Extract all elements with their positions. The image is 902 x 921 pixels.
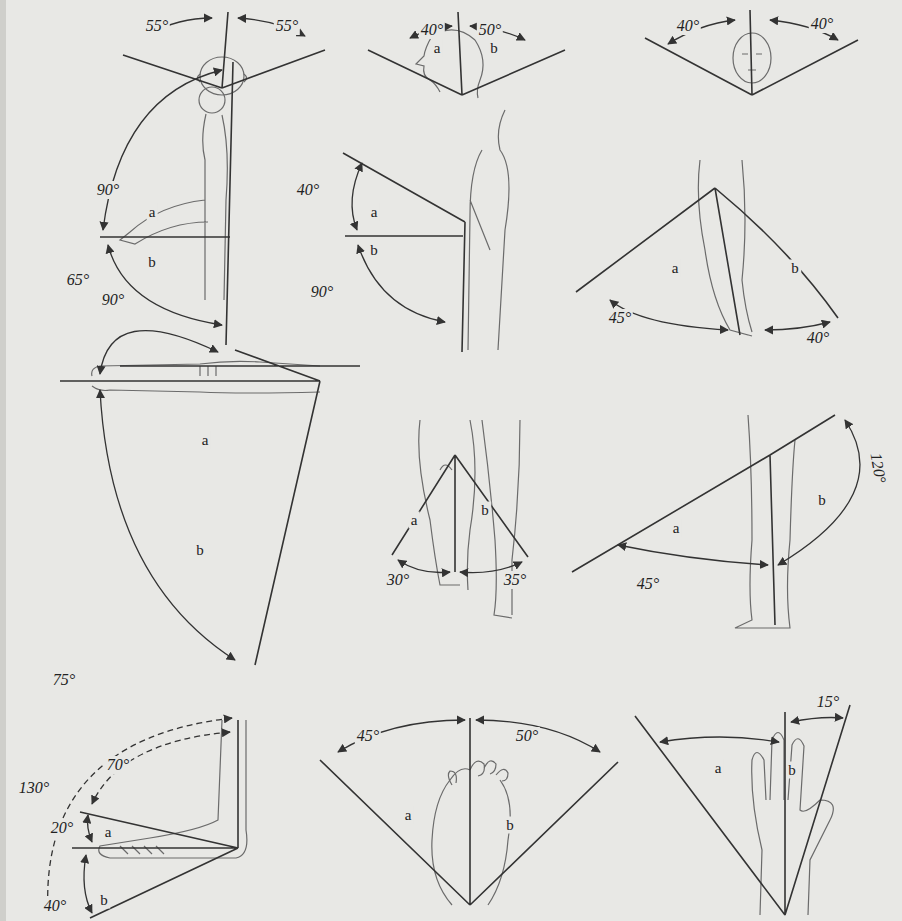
angle-arc xyxy=(84,855,92,913)
angle-value: 130° xyxy=(17,779,51,797)
angle-arc xyxy=(476,720,600,752)
angle-value: 90° xyxy=(95,181,121,199)
angle-value: 90° xyxy=(309,283,335,301)
angle-value: 40° xyxy=(295,181,321,199)
region-letter: a xyxy=(670,260,681,277)
body-outline xyxy=(448,761,508,785)
region-letter: b xyxy=(504,817,516,834)
angle-value: 120° xyxy=(866,449,890,486)
region-letter: b xyxy=(98,892,110,909)
region-letter: b xyxy=(488,40,500,57)
axis-line xyxy=(72,720,238,918)
axis-line xyxy=(392,455,528,572)
angle-value: 90° xyxy=(100,291,126,309)
angle-value: 55° xyxy=(274,17,300,35)
region-letter: b xyxy=(786,762,798,779)
angle-value: 15° xyxy=(815,693,841,711)
angle-value: 50° xyxy=(477,21,503,39)
region-letter: b xyxy=(368,242,380,259)
region-letter: b xyxy=(194,542,206,559)
angle-arc xyxy=(352,163,362,230)
angle-arc xyxy=(100,390,235,660)
body-outline xyxy=(468,110,509,350)
axis-line xyxy=(576,188,838,335)
axis-line xyxy=(100,62,233,345)
angle-arc xyxy=(238,18,305,36)
region-letter: a xyxy=(147,204,158,221)
axis-line xyxy=(343,153,465,352)
angle-value: 70° xyxy=(105,756,131,774)
region-letter: a xyxy=(103,824,114,841)
angle-arc xyxy=(100,331,218,374)
angle-value: 65° xyxy=(65,271,91,289)
angle-arc xyxy=(108,245,222,325)
body-outline xyxy=(416,30,483,98)
body-outline xyxy=(432,769,510,905)
body-outline xyxy=(99,720,247,858)
angle-value: 45° xyxy=(355,727,381,745)
axis-line xyxy=(123,12,325,88)
angle-arc xyxy=(660,737,779,742)
angle-value: 40° xyxy=(805,329,831,347)
body-outline xyxy=(200,366,216,376)
body-outline xyxy=(735,415,795,628)
angle-arc xyxy=(103,70,222,230)
region-letter: b xyxy=(479,502,491,519)
region-letter: a xyxy=(200,432,211,449)
angle-arc xyxy=(618,545,768,565)
region-letter: a xyxy=(713,760,724,777)
axis-line xyxy=(320,718,618,905)
region-letter: b xyxy=(789,260,801,277)
dashed-arc xyxy=(48,718,232,912)
axis-line xyxy=(572,415,835,625)
angle-value: 50° xyxy=(514,727,540,745)
body-outline xyxy=(200,57,244,95)
region-letter: a xyxy=(409,512,420,529)
angle-value: 40° xyxy=(809,15,835,33)
angle-value: 40° xyxy=(675,17,701,35)
region-letter: b xyxy=(146,254,158,271)
axis-line xyxy=(60,10,858,918)
angle-value: 55° xyxy=(144,17,170,35)
angle-arc xyxy=(338,720,465,752)
region-letter: a xyxy=(432,40,443,57)
body-outline xyxy=(92,30,834,915)
body-outline xyxy=(120,114,227,300)
axis-line xyxy=(368,12,565,95)
axis-line xyxy=(645,10,858,95)
region-letter: a xyxy=(403,807,414,824)
axis-line xyxy=(60,350,360,665)
dashed-arc xyxy=(92,732,230,804)
angle-arc xyxy=(88,815,93,842)
body-outline xyxy=(199,87,225,113)
angle-arc xyxy=(84,18,860,913)
angle-value: 40° xyxy=(419,21,445,39)
angle-arc xyxy=(791,718,843,723)
angle-value: 45° xyxy=(635,575,661,593)
angle-value: 35° xyxy=(502,571,528,589)
angle-value: 40° xyxy=(42,897,68,915)
angle-value: 20° xyxy=(49,819,75,837)
angle-value: 75° xyxy=(51,671,77,689)
angle-value: 45° xyxy=(607,309,633,327)
region-letter: a xyxy=(369,204,380,221)
region-letter: b xyxy=(816,492,828,509)
dashed-arc xyxy=(48,718,232,912)
region-letter: a xyxy=(671,520,682,537)
axis-line xyxy=(635,705,850,915)
page-edge xyxy=(0,0,6,921)
angle-value: 30° xyxy=(385,571,411,589)
angle-arc xyxy=(778,420,860,565)
